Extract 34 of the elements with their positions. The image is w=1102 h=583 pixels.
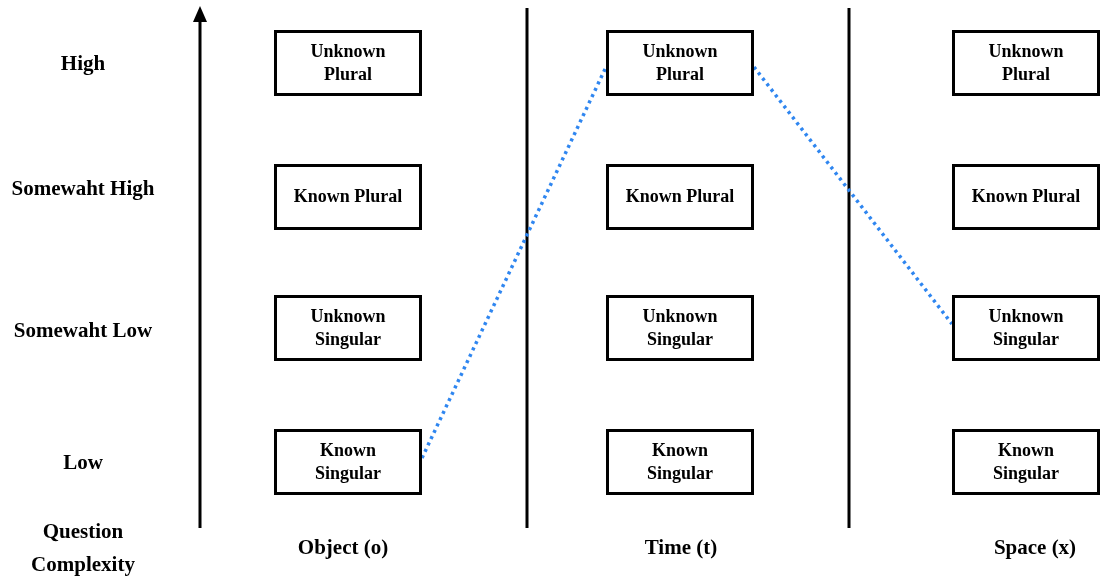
box-label: Known Singular [992,438,1060,485]
box-label: Unknown Singular [309,304,387,351]
box-label: Known Singular [646,438,714,485]
box-label: Unknown Plural [641,39,719,86]
box-label: Unknown Singular [641,304,719,351]
category-box [606,164,754,230]
dotted-connector [420,66,608,459]
category-box [274,429,422,495]
category-box [606,429,754,495]
category-box [952,30,1100,96]
category-box [274,295,422,361]
level-label: Somewaht High [10,174,156,202]
column-label: Object (o) [297,534,389,562]
column-label: Space (x) [993,534,1077,562]
category-box [952,295,1100,361]
dotted-connector [752,65,954,326]
box-label: Known Singular [314,438,382,485]
category-box [274,164,422,230]
box-label: Unknown Singular [987,304,1065,351]
box-label: Known Plural [625,185,735,209]
level-label: Somewaht Low [12,316,154,344]
box-label: Known Plural [293,185,403,209]
box-label: Unknown Plural [987,39,1065,86]
category-box [952,164,1100,230]
box-label: Known Plural [971,185,1081,209]
category-box [606,30,754,96]
category-box [606,295,754,361]
category-box [952,429,1100,495]
level-label: High [59,49,107,77]
axis-title: Question Complexity [30,518,136,578]
level-label: Low [62,448,104,476]
category-box [274,30,422,96]
box-label: Unknown Plural [309,39,387,86]
column-label: Time (t) [644,534,718,562]
